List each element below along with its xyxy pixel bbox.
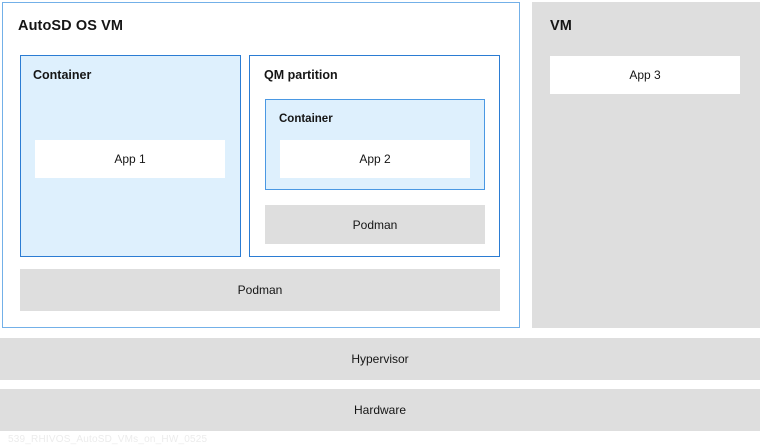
qm-container-title: Container bbox=[279, 113, 333, 125]
hypervisor-bar: Hypervisor bbox=[0, 338, 760, 380]
app-2-box: App 2 bbox=[280, 140, 470, 178]
app-3-box: App 3 bbox=[550, 56, 740, 94]
qm-partition-title: QM partition bbox=[264, 68, 338, 82]
qm-podman-bar: Podman bbox=[265, 205, 485, 244]
hardware-bar: Hardware bbox=[0, 389, 760, 431]
autosd-os-vm-title: AutoSD OS VM bbox=[18, 18, 124, 34]
autosd-podman-bar: Podman bbox=[20, 269, 500, 311]
vm-title: VM bbox=[550, 18, 572, 34]
app-1-box: App 1 bbox=[35, 140, 225, 178]
autosd-container-title: Container bbox=[33, 68, 92, 82]
watermark-label: 539_RHIVOS_AutoSD_VMs_on_HW_0525 bbox=[8, 434, 208, 445]
vm-box bbox=[532, 2, 760, 328]
